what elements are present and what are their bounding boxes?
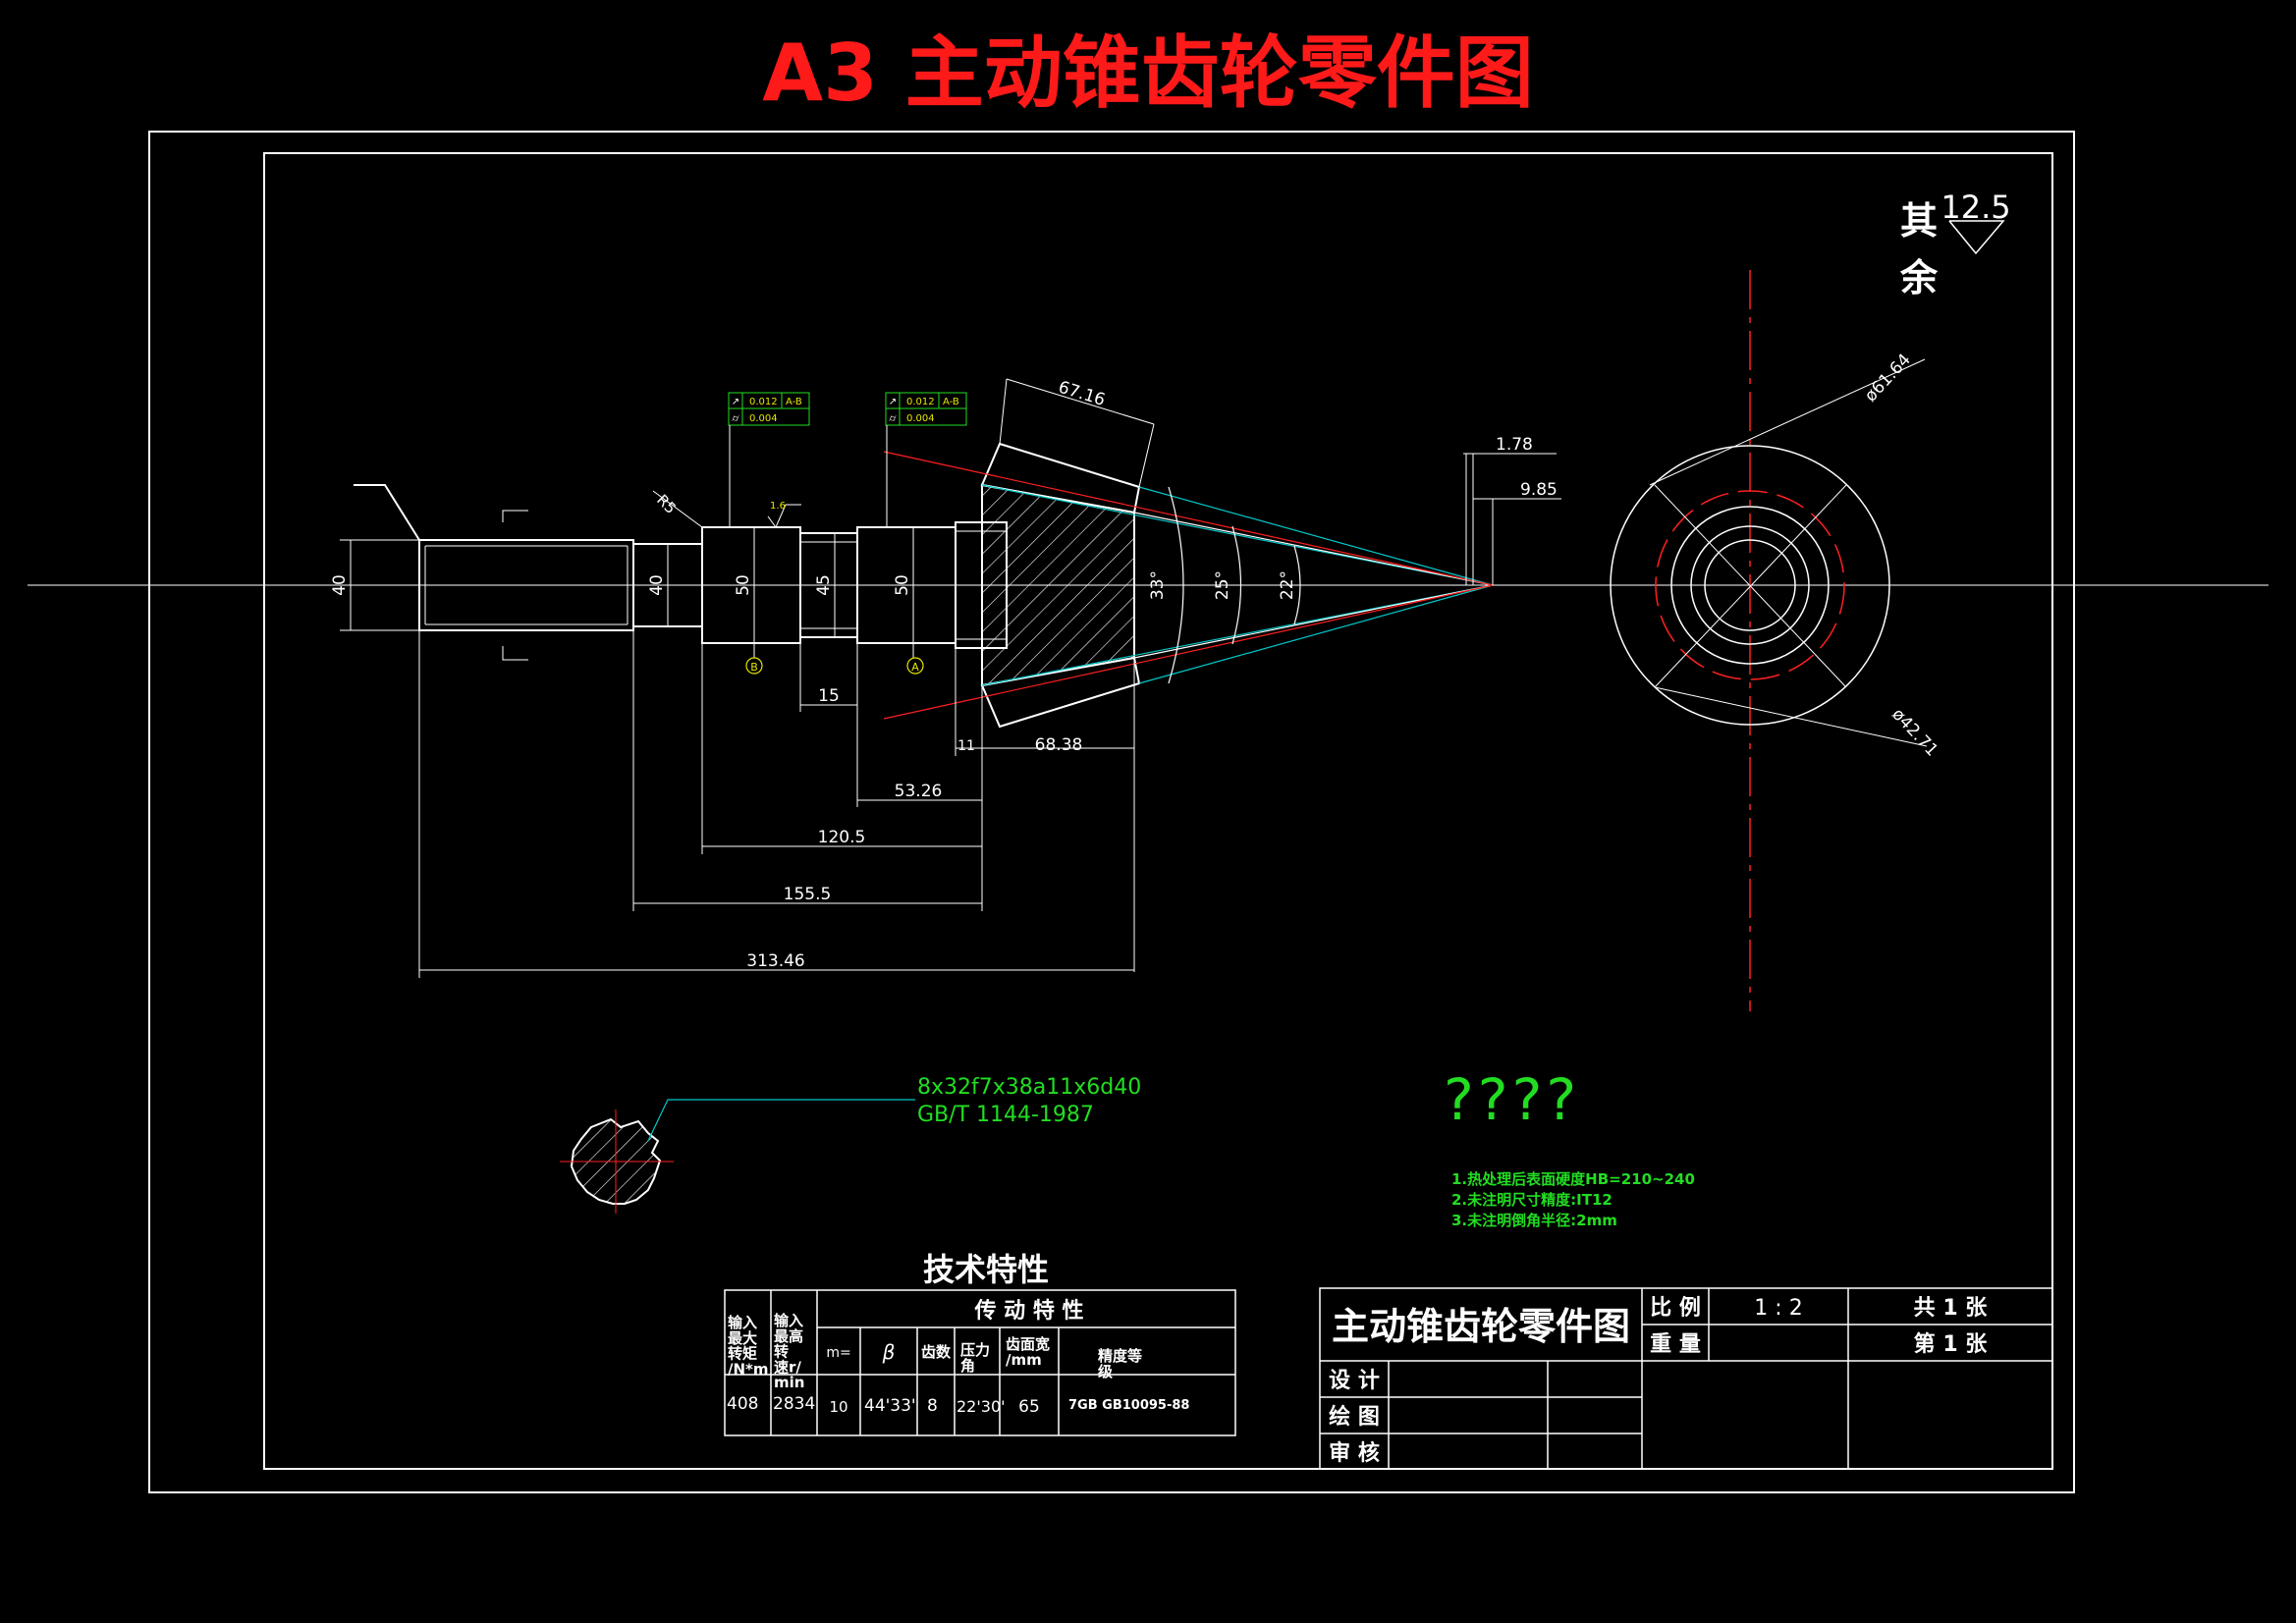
tolerance-right-datum: A-B: [943, 397, 959, 407]
dim-d40-neck: 40: [647, 574, 667, 596]
page-title: A3 主动锥齿轮零件图: [762, 27, 1533, 119]
surface-finish-label-2: 余: [1899, 256, 1939, 299]
garbled-note-heading: ????: [1444, 1066, 1580, 1133]
end-view: [1610, 270, 1928, 1011]
datum-a-circle: [906, 657, 924, 675]
dim-diameter-42: ø42.71: [1887, 705, 1941, 761]
tech-col5-header: 齿数: [921, 1343, 952, 1361]
dim-len-53: 53.26: [895, 782, 943, 801]
spline-spec-line2: GB/T 1144-1987: [917, 1103, 1094, 1127]
surface-finish-value: 12.5: [1941, 189, 2010, 226]
surface-finish-label-1: 其: [1900, 199, 1938, 243]
dim-len-313: 313.46: [746, 951, 804, 971]
dim-angle-25: 25°: [1213, 570, 1232, 600]
title-block-sheet-number: 第 1 张: [1914, 1331, 1989, 1357]
tolerance-left-datum: A-B: [786, 397, 802, 407]
spline-spec-line1: 8x32f7x38a11x6d40: [917, 1075, 1141, 1100]
title-block-part-name: 主动锥齿轮零件图: [1332, 1305, 1630, 1348]
tech-row-pressure: 22'30': [957, 1397, 1006, 1416]
dim-len-155: 155.5: [784, 885, 832, 904]
tech-table-title: 技术特性: [923, 1251, 1049, 1288]
tech-col1-header: 输入最大转矩/N*m: [728, 1314, 769, 1378]
tech-col6-header: 压力角: [960, 1341, 990, 1375]
dim-len-11: 11: [957, 738, 975, 754]
dim-len-68: 68.38: [1035, 735, 1083, 755]
tech-row-speed: 2834: [773, 1394, 815, 1414]
title-block-grid: [1319, 1287, 2053, 1470]
tech-table-grid: [724, 1289, 1236, 1436]
technical-note-3: 3.未注明倒角半径:2mm: [1451, 1212, 1617, 1229]
title-block-scale-value: 1 : 2: [1754, 1296, 1802, 1321]
shaft-body: [354, 484, 1008, 649]
roughness-mark-icon: [767, 504, 801, 529]
dim-len-15: 15: [818, 686, 840, 706]
tech-col4-header: β: [882, 1340, 896, 1364]
tolerance-right-runout: 0.012: [906, 397, 935, 407]
tech-group-header: 传 动 特 性: [974, 1298, 1084, 1324]
dimension-labels: 67.16 40 40 50 45 50 33° 25° 22° 1.78 9.…: [330, 378, 1558, 971]
technical-note-1: 1.热处理后表面硬度HB=210~240: [1451, 1170, 1695, 1188]
title-block-weight-label: 重 量: [1650, 1332, 1701, 1357]
dim-d40-thread: 40: [330, 574, 350, 596]
title-block-total-sheets: 共 1 张: [1914, 1296, 1989, 1321]
tech-row-accuracy: 7GB GB10095-88: [1068, 1398, 1189, 1413]
dim-d45-relief: 45: [814, 574, 834, 596]
datum-b-label: B: [750, 661, 758, 674]
tech-row-teeth: 8: [927, 1396, 938, 1416]
dim-diameter-61: ø61.64: [1861, 351, 1915, 406]
dim-angle-33: 33°: [1148, 570, 1168, 600]
cone-construction-lines: [883, 451, 1494, 720]
roughness-mark-value: 1.6: [770, 501, 786, 512]
tech-row-facewidth: 65: [1018, 1397, 1040, 1417]
datum-b-circle: [745, 657, 763, 675]
dim-apex-1: 1.78: [1496, 435, 1533, 455]
technical-note-2: 2.未注明尺寸精度:IT12: [1451, 1191, 1613, 1209]
outer-frame: [148, 131, 2075, 1493]
dim-cone-length: 67.16: [1056, 378, 1107, 410]
bevel-gear-cone: [980, 442, 1141, 729]
title-block-review-label: 审 核: [1329, 1440, 1380, 1466]
dim-angle-22: 22°: [1278, 570, 1297, 600]
tech-col3-header: m=: [826, 1345, 850, 1361]
dim-d50-journal-1: 50: [734, 574, 753, 596]
tech-row-helix: 44'33': [864, 1396, 916, 1416]
radius-label: R5: [653, 491, 680, 517]
title-block-drawing-label: 绘 图: [1329, 1404, 1380, 1430]
tolerance-left-flatness: 0.004: [749, 413, 778, 424]
tech-row-module: 10: [829, 1398, 847, 1416]
title-block-design-label: 设 计: [1329, 1369, 1380, 1393]
datum-a-label: A: [911, 661, 919, 674]
tech-row-torque: 408: [727, 1394, 758, 1414]
dim-d50-journal-2: 50: [893, 574, 912, 596]
tolerance-frame-left: ↗ ⌭: [728, 392, 810, 527]
datum-markers: [744, 642, 923, 658]
dim-len-120: 120.5: [818, 828, 866, 847]
flatness-symbol-icon: ⌭: [732, 413, 739, 424]
tech-col7-header: 齿面宽/mm: [1006, 1335, 1050, 1369]
tech-col8-header: 精度等级: [1098, 1347, 1142, 1380]
tech-col2-header: 输入最高转速r/min: [774, 1312, 804, 1391]
dim-apex-2: 9.85: [1520, 480, 1558, 500]
dimension-lines: [340, 378, 1561, 978]
tolerance-right-flatness: 0.004: [906, 413, 935, 424]
inner-frame: [263, 152, 2053, 1470]
surface-finish-symbol-icon: [1948, 220, 2005, 255]
tolerance-frame-right: ↗ ⌭: [885, 392, 967, 527]
title-block-scale-label: 比 例: [1650, 1296, 1701, 1321]
spline-section: [560, 1099, 915, 1214]
runout-symbol-icon: ↗: [732, 397, 739, 407]
flatness-symbol-icon-2: ⌭: [889, 413, 897, 424]
tolerance-left-runout: 0.012: [749, 397, 778, 407]
runout-symbol-icon-2: ↗: [889, 397, 897, 407]
